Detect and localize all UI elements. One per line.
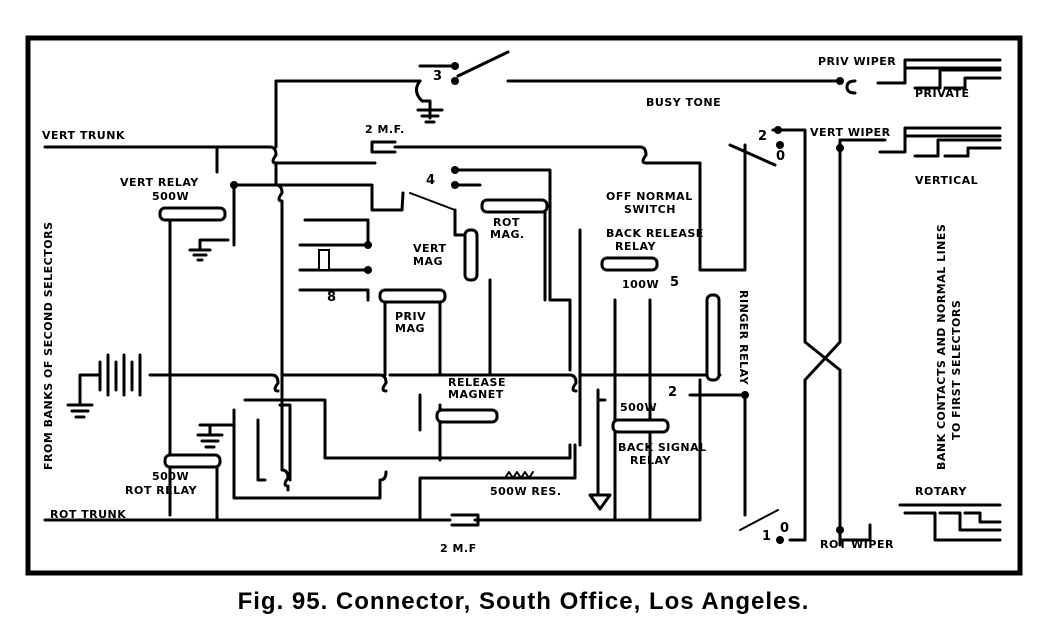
wiring (43, 50, 1002, 547)
capacitor-top (370, 140, 397, 154)
busy-tone-label: BUSY TONE (646, 96, 721, 109)
contact-4: 4 (426, 173, 435, 188)
dots (230, 62, 844, 544)
rot-relay-resistance: 500W (152, 470, 189, 483)
release-magnet-coil (435, 408, 499, 424)
rotary-label: ROTARY (915, 485, 967, 498)
capacitor-bottom (450, 513, 480, 527)
contact-8: 8 (327, 290, 336, 305)
contact-1: 1 (762, 529, 771, 544)
private-label: PRIVATE (915, 87, 970, 100)
capacitor-bottom-label: 2 M.F (440, 542, 477, 555)
vert-relay-resistance: 500W (152, 190, 189, 203)
back-release-resistance: 100W (622, 278, 659, 291)
rot-relay-coil (163, 453, 222, 469)
vert-trunk-label: VERT TRUNK (42, 129, 125, 142)
ringer-relay-coil (705, 293, 721, 382)
contact-5: 5 (670, 275, 679, 290)
rot-mag-label-2: MAG. (490, 228, 525, 241)
back-signal-label-2: RELAY (630, 454, 671, 467)
vert-wiper-label: VERT WIPER (810, 126, 891, 139)
priv-mag-label-1: PRIV (395, 310, 426, 323)
back-signal-label-1: BACK SIGNAL (618, 441, 707, 454)
rot-mag-coil (480, 198, 549, 214)
rot-relay-label: ROT RELAY (125, 484, 198, 497)
left-side-label: FROM BANKS OF SECOND SELECTORS (42, 222, 55, 471)
contact-0-top: 0 (776, 149, 785, 164)
vertical-label: VERTICAL (915, 174, 978, 187)
rot-trunk-label: ROT TRUNK (50, 508, 126, 521)
right-side-label-1: BANK CONTACTS AND NORMAL LINES (935, 224, 948, 470)
back-signal-relay-coil (611, 418, 670, 434)
rot-mag-label-1: ROT (493, 216, 520, 229)
ringer-relay-label: RINGER RELAY (737, 290, 750, 386)
vert-mag-label-2: MAG (413, 255, 443, 268)
resistor-symbol (504, 471, 534, 479)
back-release-label-1: BACK RELEASE (606, 227, 704, 240)
back-release-relay-coil (600, 256, 659, 272)
off-normal-label-1: OFF NORMAL (606, 190, 693, 203)
figure-caption: Fig. 95. Connector, South Office, Los An… (237, 588, 810, 615)
contact-0-bottom: 0 (780, 521, 789, 536)
rot-wiper-label: ROT WIPER (820, 538, 894, 551)
off-normal-label-2: SWITCH (624, 203, 676, 216)
priv-mag-label-2: MAG (395, 322, 425, 335)
vert-relay-label: VERT RELAY (120, 176, 199, 189)
vert-mag-label-1: VERT (413, 242, 447, 255)
back-signal-resistance: 500W (620, 401, 657, 414)
contact-2-bottom: 2 (668, 385, 677, 400)
labels: PRIV WIPER PRIVATE BUSY TONE VERT TRUNK … (42, 55, 978, 555)
ground-symbol (416, 108, 444, 124)
vert-mag-coil (463, 228, 479, 282)
release-magnet-label-2: MAGNET (448, 388, 504, 401)
diagram-frame (25, 35, 1023, 576)
contact-3: 3 (433, 69, 442, 84)
priv-wiper-label: PRIV WIPER (818, 55, 896, 68)
resistor-label: 500W RES. (490, 485, 562, 498)
right-side-label-2: TO FIRST SELECTORS (950, 300, 963, 440)
contact-2-top: 2 (758, 129, 767, 144)
release-magnet-label-1: RELEASE (448, 376, 506, 389)
coils (158, 108, 721, 527)
capacitor-top-label: 2 M.F. (365, 123, 405, 136)
priv-mag-coil (378, 288, 447, 304)
vert-relay-coil (158, 206, 227, 222)
back-release-label-2: RELAY (615, 240, 656, 253)
